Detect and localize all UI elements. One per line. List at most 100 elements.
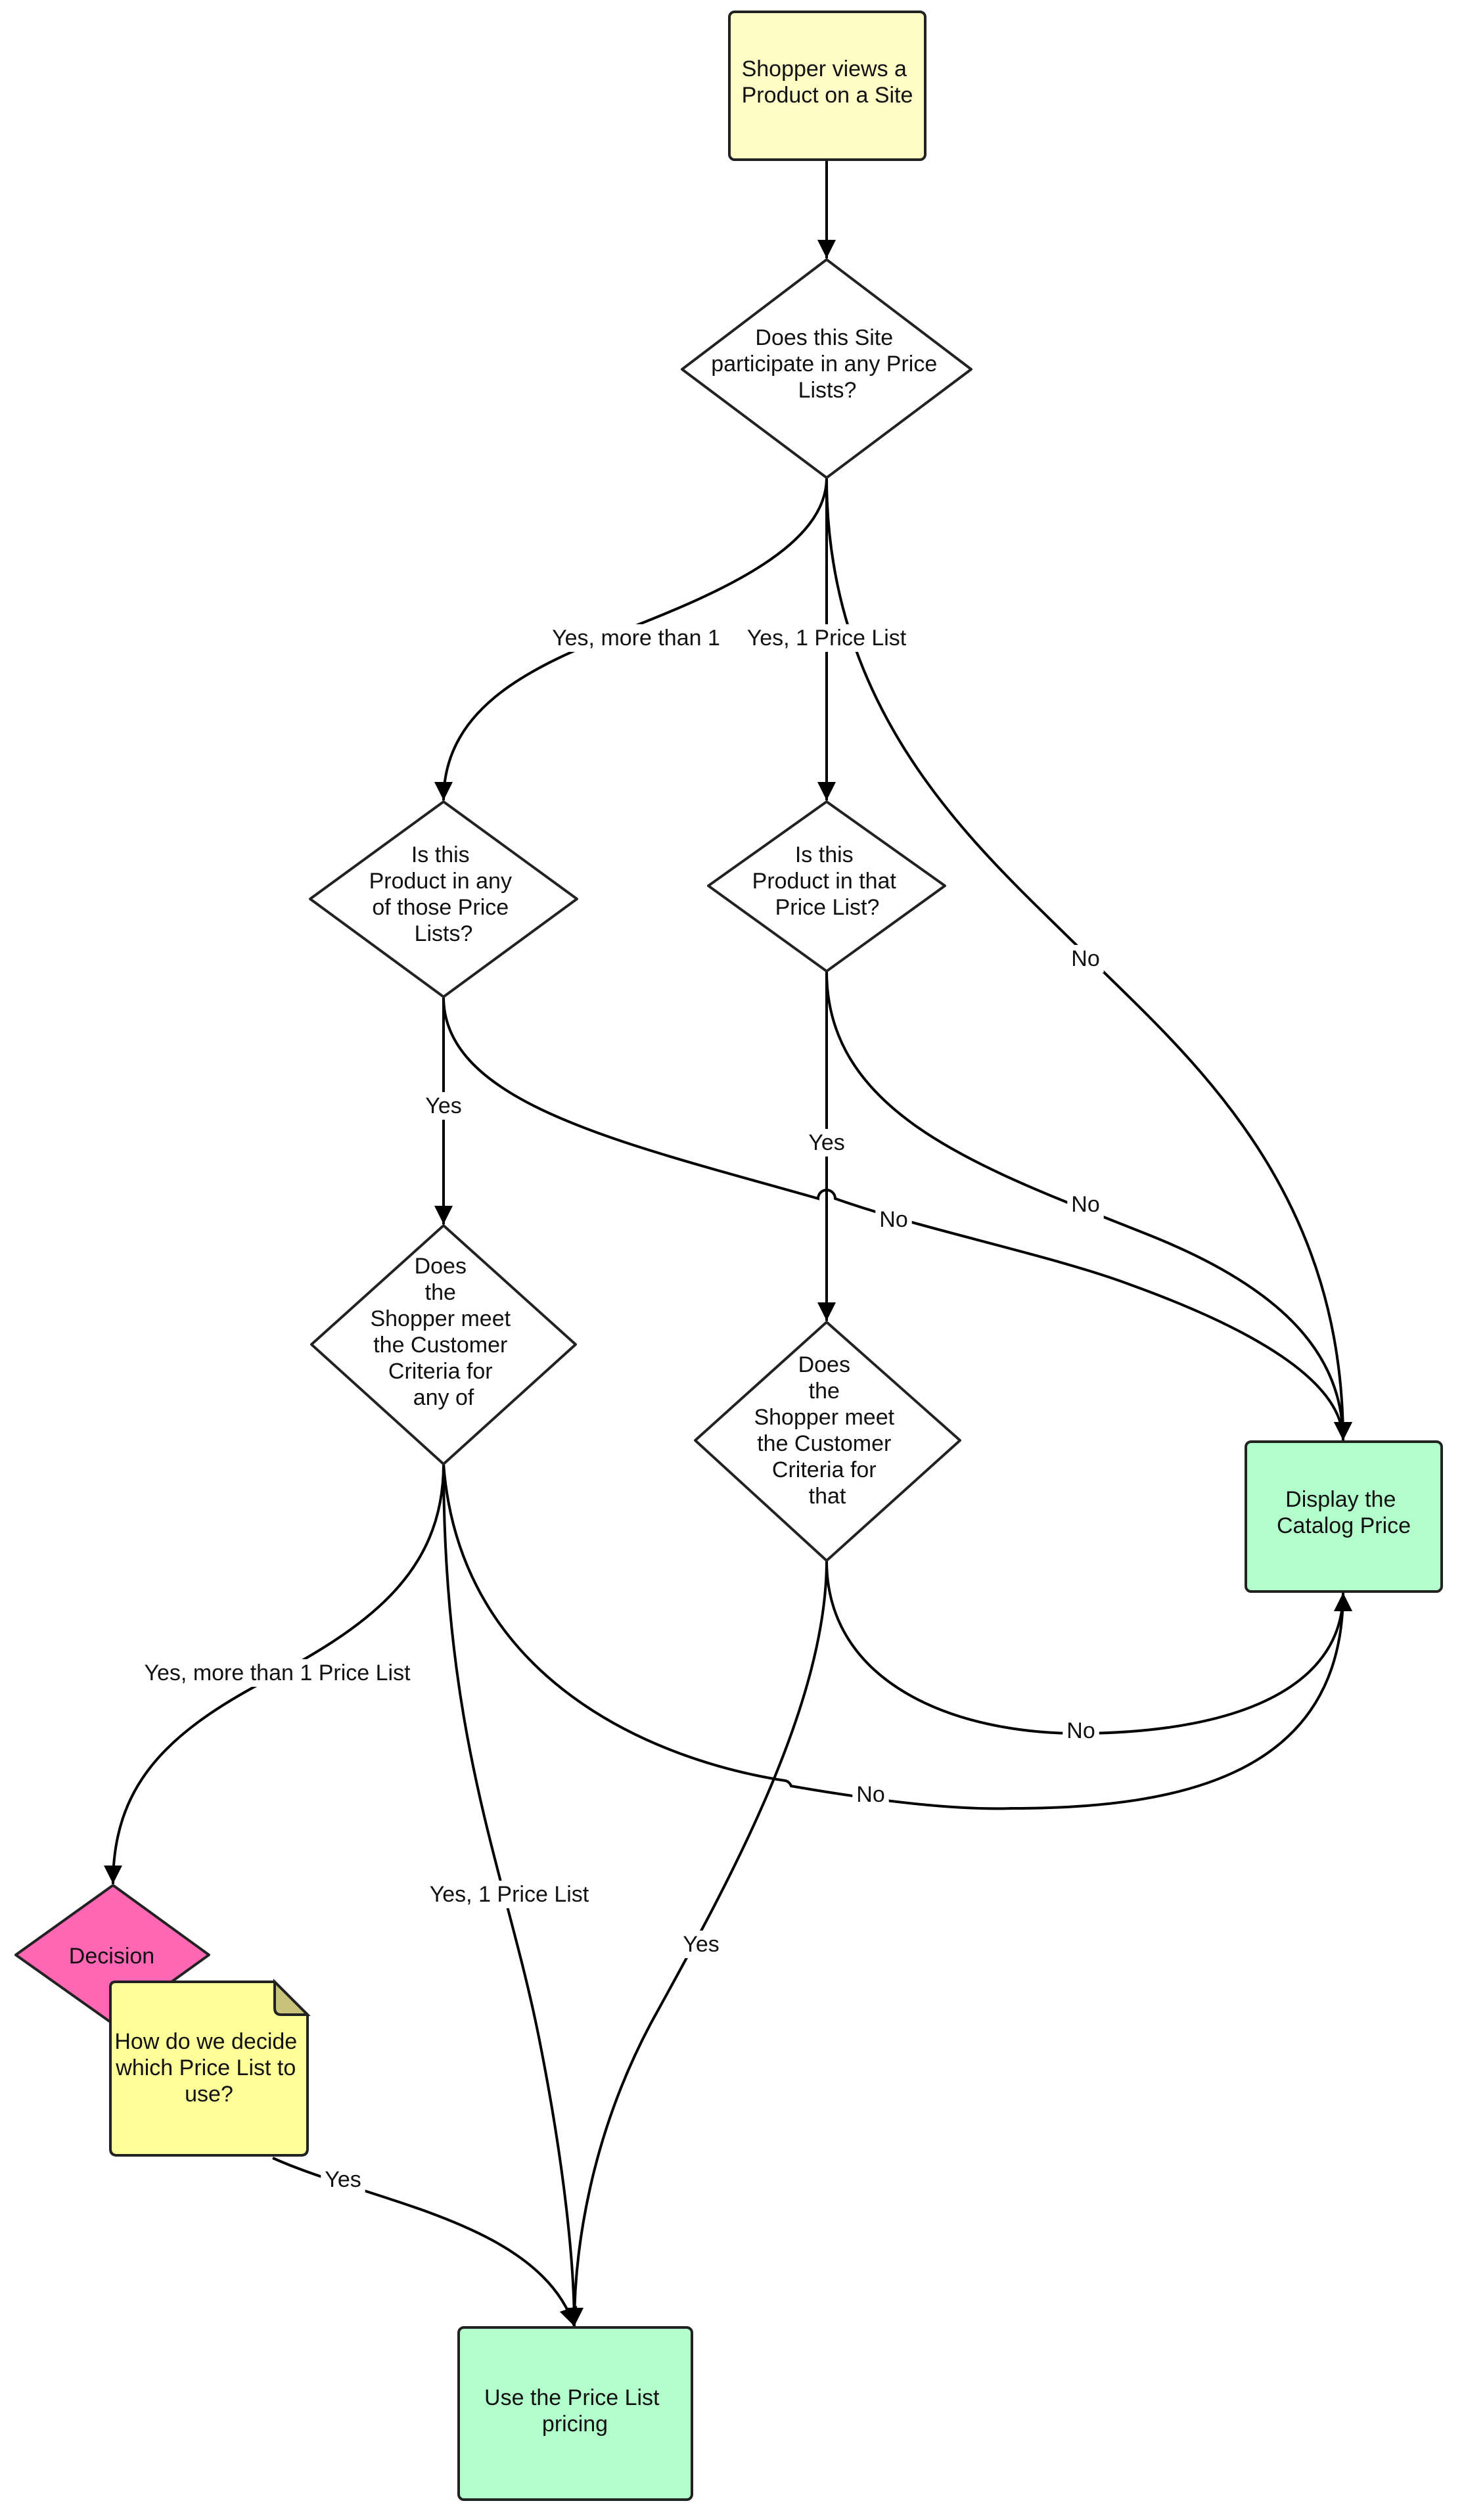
- label-no-that: No: [1067, 1191, 1104, 1218]
- label-text: No: [1071, 946, 1099, 971]
- label-text: Yes: [808, 1130, 844, 1155]
- label-text: Yes, more than 1: [552, 626, 720, 651]
- criteria-that-decision: Does the Shopper meet the Customer Crite…: [694, 1321, 961, 1562]
- edges: [104, 161, 1352, 2327]
- label-no-those: No: [875, 1206, 912, 1233]
- product-in-those-line: Product in any: [369, 869, 512, 894]
- label-bg: [852, 1781, 889, 1808]
- product-in-those-line: Lists?: [415, 921, 473, 946]
- edge-that-to-catalog-no: [825, 971, 1352, 1441]
- criteria-any-line: Criteria for: [388, 1359, 493, 1384]
- label-yes-note: Yes: [321, 2166, 365, 2193]
- label-no-site: No: [1067, 945, 1104, 973]
- start-node: Shopper views a Product on a Site: [728, 11, 926, 161]
- label-bg: [425, 1881, 593, 1908]
- note-fold-icon: [273, 1979, 311, 2016]
- criteria-that-line: the Customer: [757, 1431, 891, 1456]
- label-no-criteria-any: No: [852, 1781, 889, 1808]
- product-in-that-diamond: [707, 800, 946, 973]
- label-bg: [743, 624, 911, 652]
- criteria-that-diamond: [694, 1321, 961, 1562]
- site-lists-line: Does this Site: [755, 325, 893, 350]
- criteria-any-text: Does the Shopper meet the Customer Crite…: [370, 1254, 516, 1410]
- catalog-price-line: Display the: [1285, 1487, 1396, 1512]
- note-shape: [109, 1981, 309, 2157]
- label-yes-more-than-1-price-list: Yes, more than 1 Price List: [140, 1659, 415, 1687]
- label-yes-1-price-list-bottom: Yes, 1 Price List: [425, 1881, 593, 1908]
- edge-criteria-that-to-pricing-yes: [565, 1560, 828, 2327]
- label-text: Yes: [683, 1932, 719, 1957]
- criteria-that-line: that: [809, 1484, 846, 1509]
- criteria-any-line: Shopper meet: [370, 1306, 511, 1331]
- start-node-text: Shopper views a Product on a Site: [742, 57, 913, 108]
- criteria-that-line: the: [809, 1379, 840, 1404]
- pink-decision-text: Decision: [69, 1944, 154, 1969]
- label-text: Yes, more than 1 Price List: [144, 1661, 411, 1685]
- site-lists-line: participate in any Price: [711, 352, 937, 377]
- label-text: Yes, 1 Price List: [430, 1882, 589, 1907]
- label-yes-that: Yes: [804, 1129, 849, 1157]
- product-in-those-decision: Is this Product in any of those Price Li…: [309, 800, 578, 998]
- label-text: Yes: [425, 1093, 461, 1118]
- product-in-those-diamond: [309, 800, 578, 998]
- start-node-line: Product on a Site: [742, 83, 913, 108]
- price-list-pricing-text: Use the Price List pricing: [484, 2385, 666, 2437]
- criteria-that-line: Shopper meet: [754, 1405, 894, 1430]
- label-yes-criteria-that: Yes: [679, 1931, 723, 1958]
- product-in-that-line: Product in that: [752, 869, 897, 894]
- product-in-that-decision: Is this Product in that Price List?: [707, 800, 946, 973]
- label-bg: [679, 1931, 723, 1958]
- site-lists-line: Lists?: [798, 378, 857, 403]
- criteria-that-line: Does: [798, 1352, 850, 1377]
- label-text: No: [879, 1207, 907, 1232]
- label-bg: [421, 1092, 466, 1120]
- label-no-criteria-that: No: [1063, 1717, 1099, 1745]
- edge-criteria-any-to-pricing: [442, 1463, 583, 2327]
- criteria-any-decision: Does the Shopper meet the Customer Crite…: [310, 1224, 577, 1465]
- criteria-any-line: the Customer: [373, 1333, 507, 1358]
- price-list-pricing-line: Use the Price List: [484, 2385, 660, 2410]
- catalog-price-line: Catalog Price: [1277, 1513, 1411, 1538]
- edge-labels: Yes, more than 1 Yes, 1 Price List No Ye…: [140, 624, 1104, 2193]
- site-lists-decision: Does this Site participate in any Price …: [681, 258, 972, 479]
- criteria-that-line: Criteria for: [772, 1457, 877, 1482]
- product-in-that-text: Is this Product in that Price List?: [752, 842, 903, 920]
- product-in-those-line: of those Price: [372, 895, 509, 920]
- start-box: [728, 11, 926, 161]
- criteria-any-line: any of: [413, 1385, 474, 1410]
- label-yes-those: Yes: [421, 1092, 466, 1120]
- note-line: which Price List to: [115, 2055, 296, 2080]
- edge-note-to-pricing-yes: [272, 2157, 578, 2327]
- label-text: No: [856, 1782, 884, 1807]
- product-in-that-line: Is this: [795, 842, 854, 867]
- label-bg: [1063, 1717, 1099, 1745]
- product-in-those-text: Is this Product in any of those Price Li…: [369, 842, 518, 946]
- criteria-any-line: the: [425, 1280, 456, 1305]
- criteria-any-diamond: [310, 1224, 577, 1465]
- start-node-line: Shopper views a: [742, 57, 907, 81]
- price-list-pricing-box: [457, 2326, 693, 2501]
- label-bg: [804, 1129, 849, 1157]
- price-list-pricing-line: pricing: [542, 2412, 608, 2437]
- catalog-price-node: Display the Catalog Price: [1245, 1440, 1443, 1593]
- label-bg: [1067, 1191, 1104, 1218]
- pink-decision-line: Decision: [69, 1944, 154, 1969]
- catalog-price-text: Display the Catalog Price: [1277, 1487, 1411, 1538]
- label-yes-more-than-1: Yes, more than 1: [548, 624, 724, 652]
- criteria-any-line: Does: [415, 1254, 467, 1279]
- price-list-pricing-node: Use the Price List pricing: [457, 2326, 693, 2501]
- label-bg: [548, 624, 724, 652]
- label-bg: [875, 1206, 912, 1233]
- catalog-price-box: [1245, 1440, 1443, 1593]
- note-text: How do we decide which Price List to use…: [114, 2029, 303, 2107]
- note-node: How do we decide which Price List to use…: [109, 1979, 311, 2157]
- note-line: How do we decide: [114, 2029, 297, 2054]
- label-yes-1-price-list-top: Yes, 1 Price List: [743, 624, 911, 652]
- label-text: No: [1071, 1192, 1099, 1217]
- label-bg: [1067, 945, 1104, 973]
- edge-criteria-any-to-catalog-no: [442, 1463, 1352, 1810]
- label-bg: [321, 2166, 365, 2193]
- product-in-that-line: Price List?: [775, 895, 880, 920]
- product-in-those-line: Is this: [411, 842, 470, 867]
